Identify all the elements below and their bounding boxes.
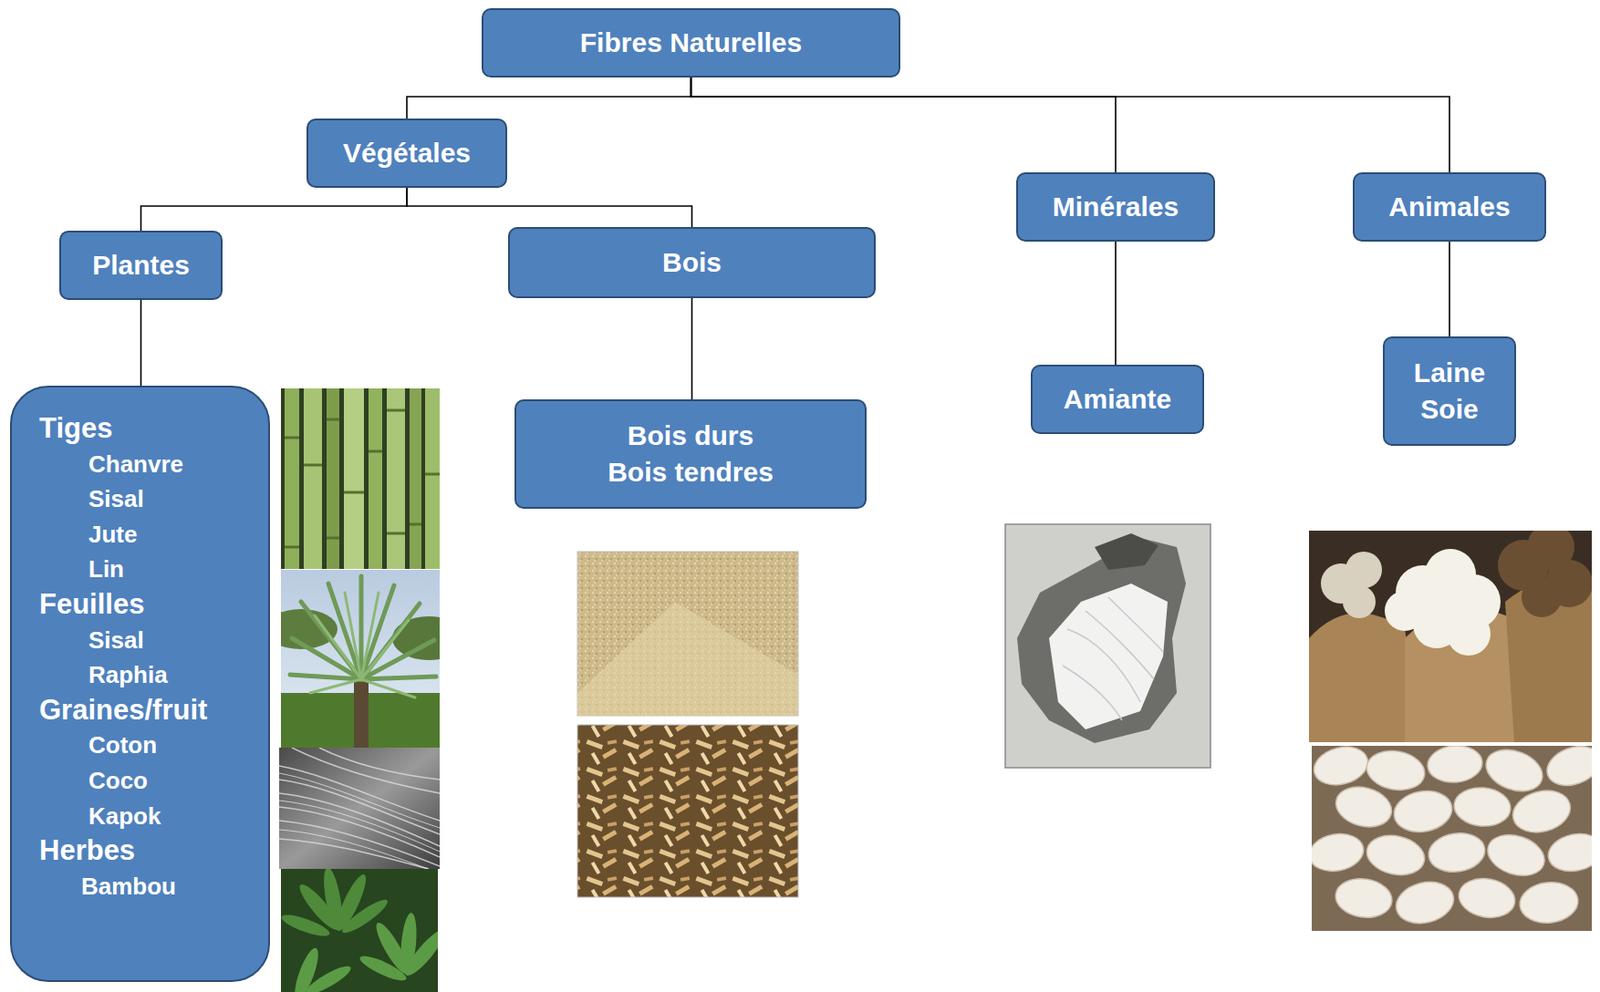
box-label: Bois — [662, 244, 722, 281]
fibre-list-box: TigesChanvreSisalJuteLinFeuillesSisalRap… — [10, 385, 271, 983]
fibre-name: Jute — [39, 517, 137, 553]
sisal-photo — [280, 570, 440, 749]
box-label: Minérales — [1052, 188, 1179, 226]
box-label: Fibres Naturelles — [580, 24, 802, 62]
hemp-leaves-photo — [280, 869, 438, 992]
box-label: Soie — [1420, 391, 1478, 428]
fibre-name: Bambou — [39, 869, 177, 905]
example-box: Bois dursBois tendres — [514, 399, 867, 510]
box-label: Bois durs — [627, 417, 754, 455]
category-box: Animales — [1352, 172, 1547, 242]
fibre-name: Sisal — [39, 623, 145, 659]
fibre-name: Coton — [39, 727, 157, 764]
box-label: Laine — [1413, 354, 1486, 392]
group-heading: Tiges — [39, 411, 113, 447]
bamboo-photo — [280, 388, 440, 570]
fibre-photo — [279, 748, 440, 870]
example-box: LaineSoie — [1382, 336, 1517, 447]
tree-connector — [691, 77, 1451, 173]
subcategory-box: Plantes — [59, 230, 223, 301]
wool-photo — [1309, 530, 1592, 743]
box-label: Plantes — [92, 247, 190, 284]
wood-chips-photo — [577, 725, 799, 898]
tree-connector — [1448, 241, 1451, 337]
tree-connector — [406, 77, 692, 119]
fibre-name: Coco — [39, 763, 148, 800]
tree-connector — [140, 300, 143, 386]
tree-connector — [406, 187, 693, 228]
group-heading: Herbes — [39, 833, 136, 870]
fibre-name: Raphia — [39, 657, 168, 694]
subcategory-box: Bois — [508, 227, 876, 299]
group-heading: Feuilles — [39, 587, 145, 624]
tree-connector — [141, 187, 408, 231]
category-box: Minérales — [1016, 172, 1216, 242]
fibre-name: Lin — [39, 551, 125, 588]
box-label: Animales — [1388, 188, 1510, 226]
tree-connector — [1114, 241, 1117, 365]
box-label: Végétales — [342, 135, 471, 172]
category-box: Végétales — [306, 118, 508, 188]
sawdust-photo — [577, 551, 799, 717]
example-box: Amiante — [1030, 364, 1205, 435]
box-label: Bois tendres — [607, 454, 774, 491]
box-label: Amiante — [1063, 381, 1172, 418]
silk-cocoons-photo — [1311, 746, 1592, 932]
root-box: Fibres Naturelles — [481, 8, 901, 78]
group-heading: Graines/fruit — [39, 693, 208, 729]
fibre-name: Sisal — [39, 481, 145, 518]
fibre-name: Chanvre — [39, 446, 184, 483]
fibre-name: Kapok — [39, 799, 161, 835]
tree-connector — [691, 298, 694, 400]
tree-connector — [691, 77, 1117, 173]
asbestos-photo — [1005, 524, 1211, 769]
